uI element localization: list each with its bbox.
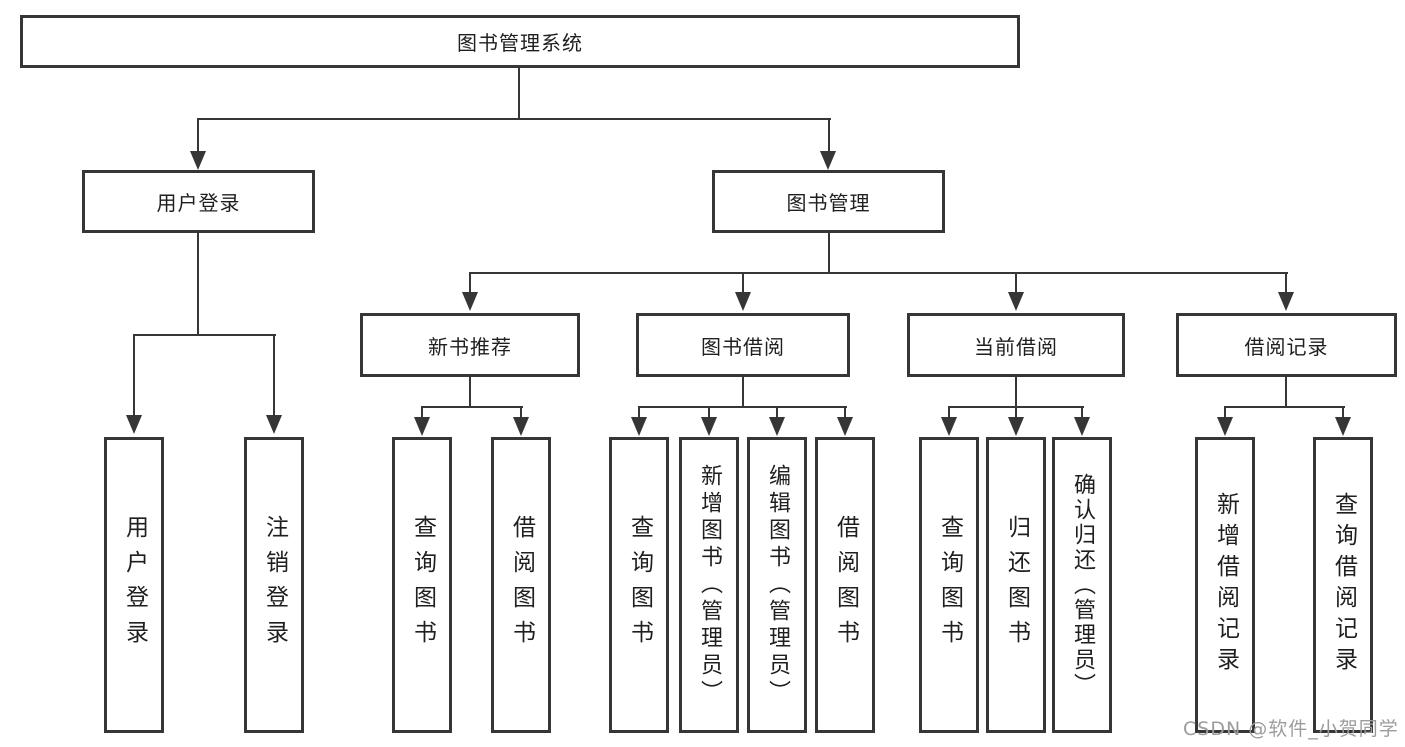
connector-drop — [742, 272, 744, 293]
connector-drop — [708, 406, 710, 418]
leaf-query-book-recommend-label: 查询图书 — [409, 515, 436, 655]
leaf-confirm-return-admin-label: 确认归还（管理员） — [1070, 472, 1095, 698]
node-book-borrow: 图书借阅 — [636, 313, 850, 377]
connector-drop-book — [828, 118, 830, 152]
node-borrow-records-label: 借阅记录 — [1244, 334, 1329, 359]
connector-newrec-stem — [469, 377, 471, 408]
leaf-edit-book-admin-label: 编辑图书（管理员） — [765, 463, 790, 707]
connector-borrow-stem — [742, 377, 744, 408]
arrow-down — [1278, 292, 1294, 311]
node-book-management: 图书管理 — [712, 170, 945, 233]
arrow-down — [462, 292, 478, 311]
connector-user-branch — [133, 334, 276, 336]
node-current-borrow-label: 当前借阅 — [974, 334, 1058, 359]
node-new-book-recommend-label: 新书推荐 — [428, 334, 512, 359]
node-book-management-label: 图书管理 — [786, 191, 871, 215]
leaf-return-book: 归还图书 — [986, 437, 1046, 733]
csdn-watermark: CSDN @软件_小贺同学 — [1183, 718, 1399, 740]
leaf-logout-label: 注销登录 — [261, 515, 288, 655]
leaf-user-login: 用户登录 — [104, 437, 164, 733]
arrow-down — [1217, 417, 1233, 436]
connector-drop — [133, 334, 135, 415]
arrow-down — [769, 417, 785, 436]
connector-drop — [776, 406, 778, 418]
node-root: 图书管理系统 — [20, 15, 1020, 68]
node-user-login-label: 用户登录 — [156, 191, 241, 215]
connector-user-stem — [197, 233, 199, 336]
leaf-borrow-book-label: 借阅图书 — [832, 515, 859, 655]
node-user-login: 用户登录 — [82, 170, 315, 233]
arrow-down — [1335, 417, 1351, 436]
node-borrow-records: 借阅记录 — [1176, 313, 1397, 377]
leaf-confirm-return-admin: 确认归还（管理员） — [1052, 437, 1112, 733]
leaf-query-book-borrow-label: 查询图书 — [626, 515, 653, 655]
arrow-down — [1008, 417, 1024, 436]
connector-drop — [1015, 406, 1017, 418]
leaf-query-book-recommend: 查询图书 — [392, 437, 452, 733]
connector-drop — [469, 272, 471, 293]
connector-book-stem — [828, 233, 830, 274]
leaf-return-book-label: 归还图书 — [1003, 515, 1030, 655]
connector-drop — [1224, 406, 1226, 418]
connector-root-stem — [518, 68, 520, 120]
connector-book-branch — [469, 272, 1288, 274]
connector-newrec-branch — [421, 406, 523, 408]
leaf-borrow-book-recommend: 借阅图书 — [491, 437, 551, 733]
node-book-borrow-label: 图书借阅 — [701, 334, 785, 359]
arrow-down — [190, 151, 206, 170]
connector-drop — [1342, 406, 1344, 418]
connector-drop-user — [197, 118, 199, 152]
arrow-down — [631, 417, 647, 436]
connector-borrow-branch — [638, 406, 847, 408]
leaf-query-book-borrow: 查询图书 — [609, 437, 669, 733]
arrow-down — [820, 151, 836, 170]
arrow-down — [1008, 292, 1024, 311]
connector-drop — [638, 406, 640, 418]
leaf-query-book-current: 查询图书 — [919, 437, 979, 733]
arrow-down — [837, 417, 853, 436]
connector-drop — [520, 406, 522, 418]
arrow-down — [1074, 417, 1090, 436]
leaf-borrow-book: 借阅图书 — [815, 437, 875, 733]
leaf-add-borrow-record-label: 新增借阅记录 — [1212, 492, 1239, 678]
leaf-add-book-admin: 新增图书（管理员） — [679, 437, 739, 733]
connector-drop — [1081, 406, 1083, 418]
connector-records-stem — [1285, 377, 1287, 408]
connector-drop — [1015, 272, 1017, 293]
arrow-down — [941, 417, 957, 436]
connector-records-branch — [1224, 406, 1345, 408]
arrow-down — [701, 417, 717, 436]
arrow-down — [735, 292, 751, 311]
leaf-borrow-book-recommend-label: 借阅图书 — [508, 515, 535, 655]
arrow-down — [126, 415, 142, 434]
node-new-book-recommend: 新书推荐 — [360, 313, 580, 377]
connector-drop — [421, 406, 423, 418]
leaf-add-borrow-record: 新增借阅记录 — [1195, 437, 1255, 733]
leaf-query-borrow-record: 查询借阅记录 — [1313, 437, 1373, 733]
leaf-logout: 注销登录 — [244, 437, 304, 733]
connector-root-branch — [197, 118, 831, 120]
connector-drop — [948, 406, 950, 418]
arrow-down — [513, 417, 529, 436]
connector-drop — [1285, 272, 1287, 293]
leaf-edit-book-admin: 编辑图书（管理员） — [747, 437, 807, 733]
connector-current-stem — [1015, 377, 1017, 408]
leaf-add-book-admin-label: 新增图书（管理员） — [697, 463, 722, 707]
node-current-borrow: 当前借阅 — [907, 313, 1125, 377]
leaf-query-borrow-record-label: 查询借阅记录 — [1330, 492, 1357, 678]
leaf-user-login-label: 用户登录 — [121, 515, 148, 655]
arrow-down — [266, 415, 282, 434]
connector-drop — [844, 406, 846, 418]
connector-drop — [273, 334, 275, 415]
leaf-query-book-current-label: 查询图书 — [936, 515, 963, 655]
node-root-label: 图书管理系统 — [457, 31, 583, 55]
arrow-down — [414, 417, 430, 436]
